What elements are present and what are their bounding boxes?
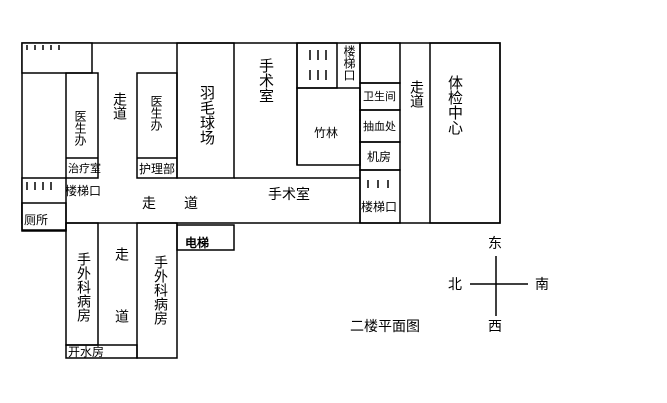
treatment-room: 治疗室 (68, 162, 101, 175)
doctor-office-left: 医生办 (73, 110, 87, 146)
surgery-ward-left: 手外科病房 (75, 252, 91, 322)
corridor-middle: 走道 (142, 196, 226, 212)
plan-caption: 二楼平面图 (350, 319, 420, 335)
operating-room-middle: 手术室 (268, 187, 310, 203)
machine-room: 机房 (367, 150, 392, 164)
blood-draw-station: 抽血处 (363, 120, 396, 133)
stairs-bottom-right: 楼梯口 (361, 200, 398, 214)
physical-exam-center: 体检中心 (446, 75, 464, 135)
compass-east: 东 (488, 236, 502, 252)
compass-west: 西 (488, 319, 502, 335)
nurse-station: 护理部 (139, 162, 176, 176)
restroom-east: 卫生间 (363, 90, 396, 103)
corridor-east: 走道 (408, 80, 424, 108)
compass-south: 南 (535, 277, 549, 293)
corridor-south: 走道 (113, 247, 129, 371)
badminton-court: 羽毛球场 (198, 85, 216, 145)
bamboo-grove: 竹林 (314, 126, 339, 140)
doctor-office-mid: 医生办 (149, 95, 163, 131)
compass-north: 北 (448, 277, 462, 293)
corridor-west-top: 走道 (111, 92, 127, 120)
operating-room-top: 手术室 (257, 58, 275, 103)
surgery-ward-right: 手外科病房 (152, 255, 168, 325)
elevator: 电梯 (185, 236, 210, 250)
stairs-left: 楼梯口 (65, 184, 102, 198)
toilet: 厕所 (24, 213, 49, 227)
boiling-water-room: 开水房 (68, 345, 105, 359)
stairs-top: 楼梯口 (342, 45, 356, 81)
